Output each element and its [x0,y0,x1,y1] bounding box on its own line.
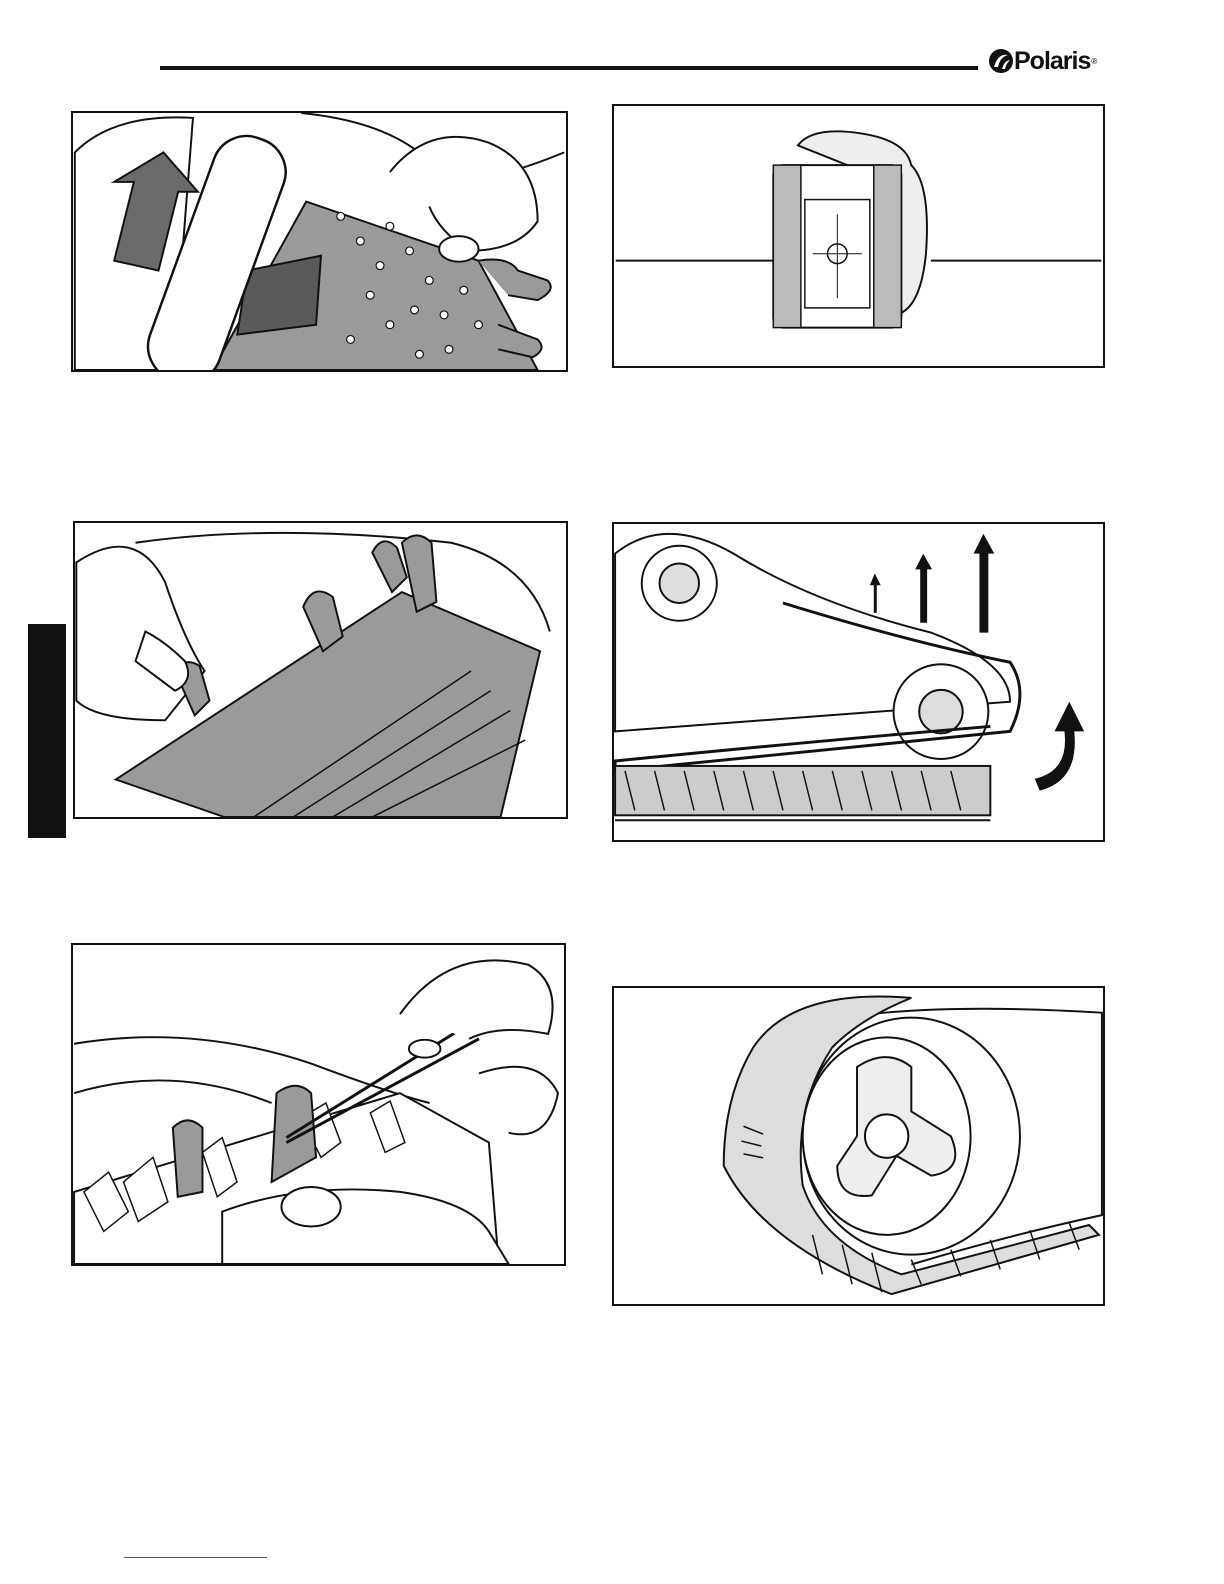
brush-tabs-illustration [75,523,566,817]
figure-trimming-tabs [71,943,566,1266]
figure-removing-track [612,522,1105,842]
figure-cleaner-underside [612,104,1105,368]
polaris-logo-icon [986,47,1016,75]
brand-name: Polaris [1014,47,1090,76]
tab-trimming-illustration [73,945,564,1264]
figure-brush-tabs [73,521,568,819]
figure-replacing-brush [71,111,568,372]
brand-logo: Polaris ® [986,46,1108,76]
brand-trademark: ® [1091,57,1097,66]
header-rule [160,66,978,70]
figure-installing-track [612,986,1105,1306]
brush-removal-illustration [73,113,566,370]
side-tab [28,624,66,838]
cleaner-underside-illustration [614,106,1103,366]
footer-link-underline [124,1557,267,1558]
track-removal-illustration [614,524,1103,840]
track-installation-illustration [614,988,1103,1304]
